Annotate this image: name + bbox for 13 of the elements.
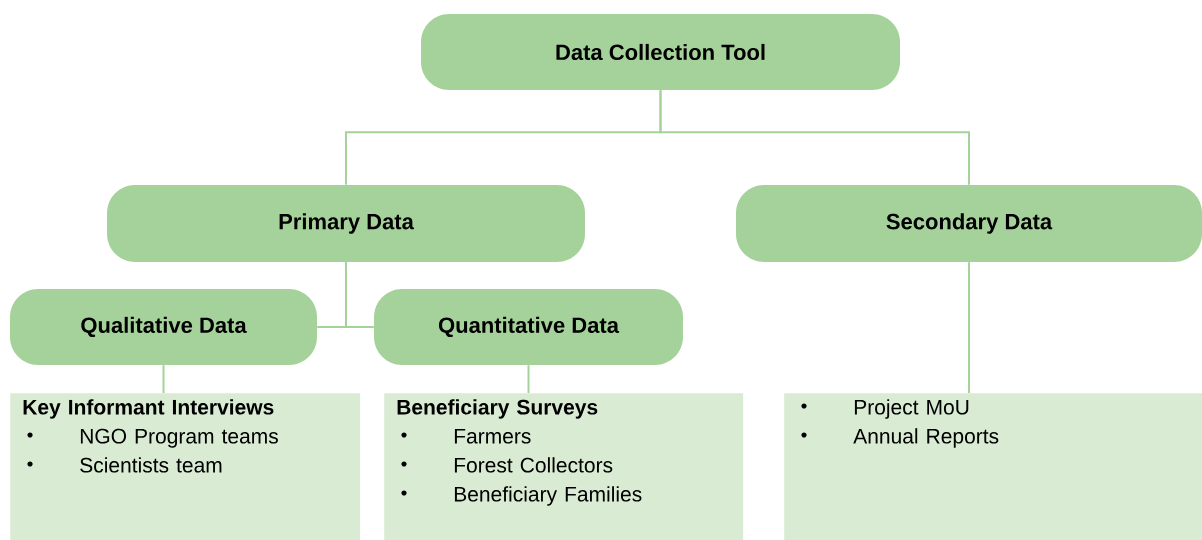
connector-line [527,364,530,394]
list-box: Beneficiary Surveys Farmers Forest Collectors Beneficiary Families [384,393,744,540]
rounded-box: Secondary Data [736,185,1202,262]
rounded-box: Qualitative Data [10,289,317,365]
rounded-box: Quantitative Data [374,289,683,365]
connector-line [659,89,970,186]
connector-line [968,261,970,394]
rounded-box: Primary Data [107,185,585,262]
connector-line [345,261,375,328]
list-box: Project MoU Annual Reports [784,393,1202,540]
rounded-box: Data Collection Tool [421,14,900,90]
list-box: Key Informant Interviews NGO Program teams Scientists team [10,393,361,540]
connector-line [162,364,165,394]
